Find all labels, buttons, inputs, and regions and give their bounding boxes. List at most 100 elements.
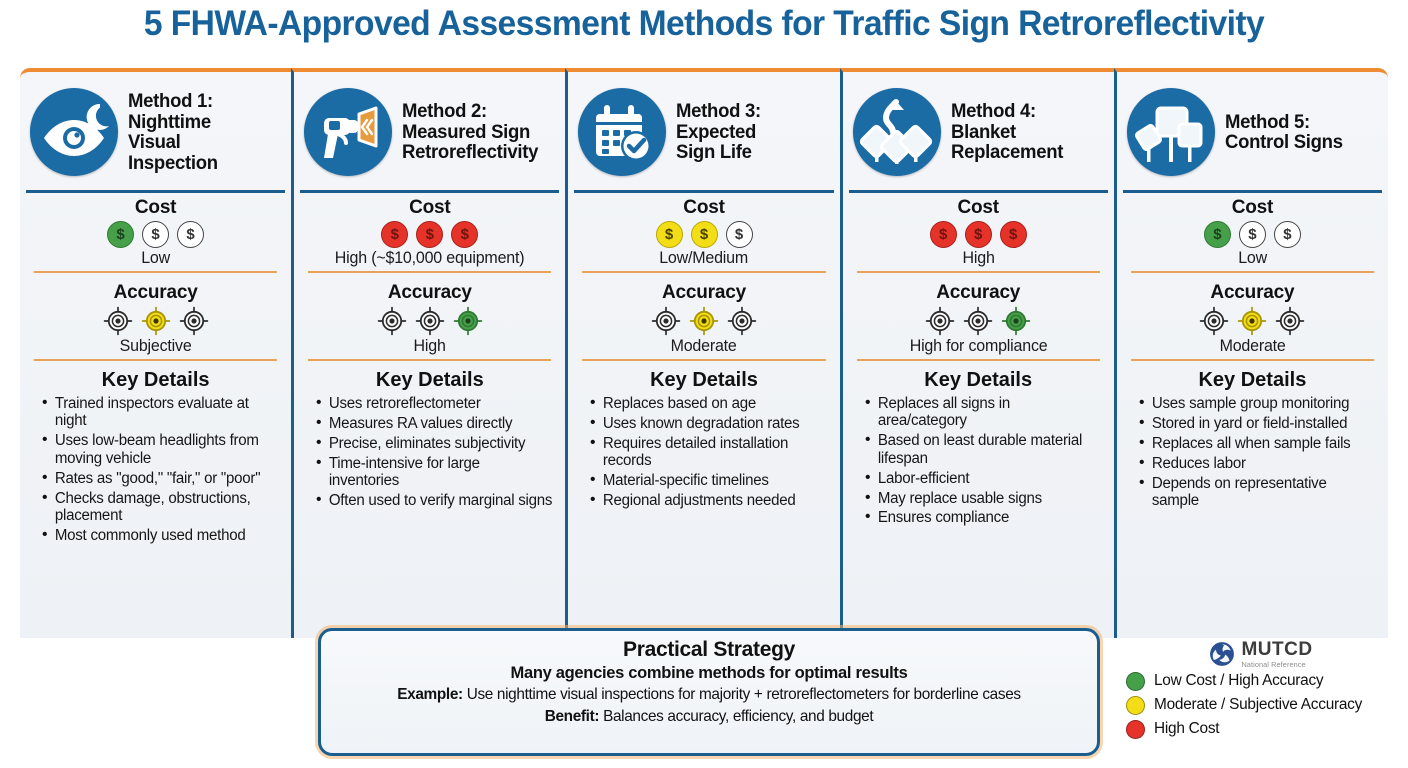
cost-dots: $$$ <box>1123 221 1382 248</box>
cost-value: Low <box>141 249 170 267</box>
cost-coin-green: $ <box>1203 221 1231 248</box>
key-details-block: Key Details Replaces all signs in area/c… <box>843 366 1114 535</box>
accuracy-value: Subjective <box>119 337 192 355</box>
method-name-line: Blanket <box>950 120 1016 143</box>
key-detail-item: Stored in yard or field-installed <box>1139 414 1377 432</box>
cost-coin-red: $ <box>416 221 444 248</box>
cost-metric: Cost $$$ Low/Medium <box>568 193 839 278</box>
mutcd-triskelion-icon <box>1209 641 1235 667</box>
metric-divider <box>34 271 278 273</box>
key-details-list: Trained inspectors evaluate at nightUses… <box>28 394 283 544</box>
key-details-title: Key Details <box>101 369 210 391</box>
legend-rows: Low Cost / High Accuracy Moderate / Subj… <box>1126 670 1396 740</box>
legend-item: Moderate / Subjective Accuracy <box>1126 694 1396 716</box>
accuracy-dots <box>849 306 1108 336</box>
accuracy-target-yellow <box>1237 306 1267 336</box>
legend-swatch <box>1126 671 1145 691</box>
mutcd-logo: MUTCD National Reference <box>1126 640 1396 668</box>
accuracy-dots <box>574 306 833 336</box>
method-name-line: Method 2: <box>402 100 488 123</box>
method-name-line: Method 5: <box>1224 110 1310 133</box>
legend: MUTCD National Reference Low Cost / High… <box>1126 640 1396 740</box>
accuracy-target-green <box>1001 306 1031 336</box>
cost-dots: $$$ <box>574 221 833 248</box>
cost-value: Low <box>1238 249 1267 267</box>
header-divider <box>26 190 286 193</box>
metric-divider <box>856 271 1100 273</box>
method-name-line: Method 3: <box>676 100 762 123</box>
accuracy-value: Moderate <box>1219 337 1286 355</box>
key-detail-item: Reduces labor <box>1139 454 1377 472</box>
legend-item: High Cost <box>1126 718 1396 740</box>
cost-coin-red: $ <box>451 221 479 248</box>
method-name-line: Expected <box>676 120 757 143</box>
cost-value: Low/Medium <box>659 249 749 267</box>
key-detail-item: Ensures compliance <box>865 508 1103 526</box>
strategy-example-label: Example: <box>397 686 463 703</box>
strategy-example: Example: Use nighttime visual inspection… <box>341 684 1078 706</box>
cost-coin-empty: $ <box>1238 221 1266 248</box>
method-name-line: Retroreflectivity <box>402 141 539 164</box>
method-header: Method 5:Control Signs <box>1117 72 1388 190</box>
key-detail-item: Uses known degradation rates <box>590 414 828 432</box>
key-detail-item: Uses low-beam headlights from moving veh… <box>42 431 280 467</box>
cost-coin-empty: $ <box>725 221 753 248</box>
cost-metric: Cost $$$ High (~$10,000 equipment) <box>294 193 565 278</box>
method-name-line: Method 1: <box>128 90 213 112</box>
cost-metric: Cost $$$ High <box>843 193 1114 278</box>
diamond-signs-arrow-icon <box>852 88 941 176</box>
accuracy-target-green <box>453 306 483 336</box>
metric-divider <box>856 359 1100 361</box>
header-divider <box>300 190 560 193</box>
key-detail-item: Material-specific timelines <box>590 471 828 489</box>
cost-coin-red: $ <box>964 221 992 248</box>
metric-divider <box>1130 271 1375 273</box>
calendar-check-icon <box>578 88 667 176</box>
key-details-title: Key Details <box>650 369 758 391</box>
key-detail-item: Most commonly used method <box>42 526 280 544</box>
method-name-line: Nighttime <box>128 110 211 133</box>
legend-swatch <box>1126 695 1145 715</box>
cost-coin-yellow: $ <box>690 221 718 248</box>
accuracy-label: Accuracy <box>936 282 1021 303</box>
method-name-line: Replacement <box>950 141 1063 164</box>
strategy-benefit-label: Benefit: <box>544 708 600 725</box>
strategy-subheading: Many agencies combine methods for optima… <box>510 664 908 682</box>
key-detail-item: Uses retroreflectometer <box>316 394 554 412</box>
key-detail-item: Replaces all when sample fails <box>1139 434 1377 452</box>
key-detail-item: Depends on representative sample <box>1139 474 1377 510</box>
key-details-title: Key Details <box>1198 369 1307 391</box>
accuracy-dots <box>1123 306 1382 336</box>
strategy-benefit-text: Balances accuracy, efficiency, and budge… <box>599 708 874 725</box>
legend-label: High Cost <box>1154 720 1220 737</box>
key-detail-item: Measures RA values directly <box>316 414 554 432</box>
page-title: 5 FHWA-Approved Assessment Methods for T… <box>143 4 1265 43</box>
cost-coin-empty: $ <box>177 221 205 248</box>
key-detail-item: Replaces based on age <box>590 394 828 412</box>
cost-value: High (~$10,000 equipment) <box>335 249 525 267</box>
cost-label: Cost <box>409 197 451 218</box>
method-name-line: Visual <box>128 131 181 153</box>
mutcd-title: MUTCD <box>1241 638 1313 660</box>
accuracy-target-empty <box>925 306 955 336</box>
key-detail-item: Regional adjustments needed <box>590 491 828 509</box>
accuracy-value: High for compliance <box>909 337 1048 355</box>
cost-coin-red: $ <box>999 221 1027 248</box>
method-name-line: Measured Sign <box>402 120 531 143</box>
accuracy-dots <box>300 306 559 336</box>
key-details-title: Key Details <box>375 369 484 391</box>
accuracy-target-empty <box>179 306 209 336</box>
cost-label: Cost <box>683 197 725 218</box>
cost-value: High <box>962 249 995 267</box>
cost-metric: Cost $$$ Low <box>1117 193 1388 278</box>
